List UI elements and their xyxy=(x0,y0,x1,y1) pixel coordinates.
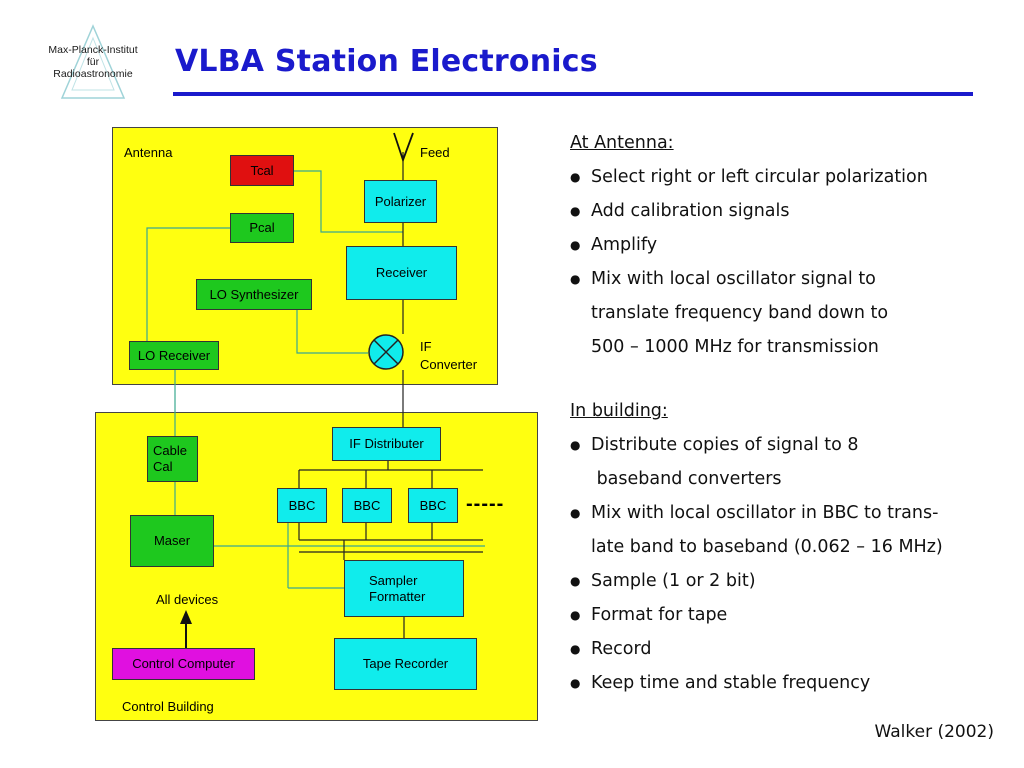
building-bullet-2: ●Mix with local oscillator in BBC to tra… xyxy=(570,496,1020,530)
tape-recorder-box: Tape Recorder xyxy=(334,638,477,690)
bullet-icon: ● xyxy=(570,676,581,690)
bullet-icon: ● xyxy=(570,438,581,452)
bullet-icon: ● xyxy=(570,272,581,286)
arrow-up-icon xyxy=(180,610,192,648)
logo-line-3: Radioastronomie xyxy=(53,68,133,80)
title-underline xyxy=(173,92,973,96)
mpifr-logo: Max-Planck-Institut für Radioastronomie xyxy=(38,24,148,100)
antenna-bullet-4: ●Mix with local oscillator signal to xyxy=(570,262,1020,296)
sampler-line-1: Sampler xyxy=(369,572,418,588)
logo-line-2: für xyxy=(86,56,100,68)
bullet-icon: ● xyxy=(570,170,581,184)
polarizer-box: Polarizer xyxy=(364,180,437,223)
bullet-icon: ● xyxy=(570,506,581,520)
mixer-icon xyxy=(368,334,404,370)
logo-triangle-icon xyxy=(60,24,126,99)
bbc-box-1: BBC xyxy=(277,488,327,523)
sampler-formatter-box: Sampler Formatter xyxy=(344,560,464,617)
building-bullet-3: ●Sample (1 or 2 bit) xyxy=(570,564,1020,598)
antenna-bullet-3: ●Amplify xyxy=(570,228,1020,262)
feed-icon xyxy=(393,132,414,163)
feed-label: Feed xyxy=(420,145,450,160)
maser-box: Maser xyxy=(130,515,214,567)
more-bbc-ellipsis: ----- xyxy=(466,493,505,515)
bbc-box-2: BBC xyxy=(342,488,392,523)
bullet-icon: ● xyxy=(570,574,581,588)
bullet-icon: ● xyxy=(570,238,581,252)
building-bullet-5: ●Record xyxy=(570,632,1020,666)
control-computer-box: Control Computer xyxy=(112,648,255,680)
antenna-bullet-4-cont-2: 500 – 1000 MHz for transmission xyxy=(591,337,879,357)
antenna-heading: At Antenna: xyxy=(570,133,674,153)
antenna-bullet-1: ●Select right or left circular polarizat… xyxy=(570,160,1020,194)
cable-cal-line-1: Cable xyxy=(153,443,187,458)
building-bullet-1: ●Distribute copies of signal to 8 xyxy=(570,428,1020,462)
building-bullet-6: ●Keep time and stable frequency xyxy=(570,666,1020,700)
if-converter-label-2: Converter xyxy=(420,357,478,372)
pcal-box: Pcal xyxy=(230,213,294,243)
if-converter-label-1: IF xyxy=(420,339,432,354)
antenna-bullet-4-cont-1: translate frequency band down to xyxy=(591,303,889,323)
antenna-bullet-2: ●Add calibration signals xyxy=(570,194,1020,228)
bullet-icon: ● xyxy=(570,204,581,218)
antenna-label: Antenna xyxy=(124,145,173,160)
bbc-box-3: BBC xyxy=(408,488,458,523)
building-bullet-2-cont: late band to baseband (0.062 – 16 MHz) xyxy=(591,537,943,557)
bullet-icon: ● xyxy=(570,642,581,656)
control-building-label: Control Building xyxy=(122,699,214,714)
credit-citation: Walker (2002) xyxy=(874,722,994,742)
page-title: VLBA Station Electronics xyxy=(175,44,598,79)
building-bullet-1-cont: baseband converters xyxy=(591,469,782,489)
cable-cal-box: Cable Cal xyxy=(147,436,198,482)
bullet-icon: ● xyxy=(570,608,581,622)
lo-synthesizer-box: LO Synthesizer xyxy=(196,279,312,310)
building-bullet-4: ●Format for tape xyxy=(570,598,1020,632)
building-heading: In building: xyxy=(570,401,668,421)
tcal-box: Tcal xyxy=(230,155,294,186)
if-distributer-box: IF Distributer xyxy=(332,427,441,461)
description-panel: At Antenna: ●Select right or left circul… xyxy=(570,126,1020,700)
logo-line-1: Max-Planck-Institut xyxy=(48,44,138,56)
cable-cal-line-2: Cal xyxy=(153,459,173,474)
all-devices-label: All devices xyxy=(156,592,219,607)
receiver-box: Receiver xyxy=(346,246,457,300)
lo-receiver-box: LO Receiver xyxy=(129,341,219,370)
sampler-line-2: Formatter xyxy=(369,588,426,604)
